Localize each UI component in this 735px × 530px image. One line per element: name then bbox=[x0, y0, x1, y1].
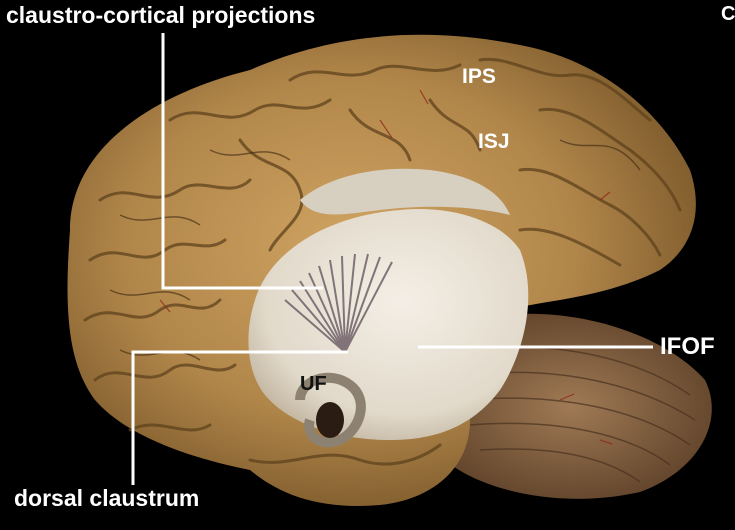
claustro-cortical-fibers bbox=[284, 253, 393, 353]
dorsal-claustrum-label: dorsal claustrum bbox=[14, 485, 200, 511]
claustro-cortical-projections-label: claustro-cortical projections bbox=[6, 2, 316, 28]
cerebellum-folia bbox=[464, 346, 696, 483]
dorsal-claustrum-leader bbox=[131, 350, 348, 485]
ifof-label: IFOF bbox=[660, 333, 715, 360]
isj-label: ISJ bbox=[478, 130, 510, 153]
temporal-stem-opening bbox=[316, 402, 344, 438]
ips-label: IPS bbox=[462, 65, 496, 88]
uf-label: UF bbox=[300, 373, 327, 395]
upper-cavity bbox=[300, 168, 510, 215]
sulci-dark bbox=[109, 139, 641, 361]
claustro-cortical-leader bbox=[161, 33, 323, 290]
surface-vessels bbox=[159, 89, 613, 445]
leader-lines bbox=[131, 33, 653, 485]
panel-letter: C bbox=[721, 3, 735, 25]
uncinate-fasciculus bbox=[295, 372, 366, 448]
gyri-pattern bbox=[83, 57, 682, 466]
